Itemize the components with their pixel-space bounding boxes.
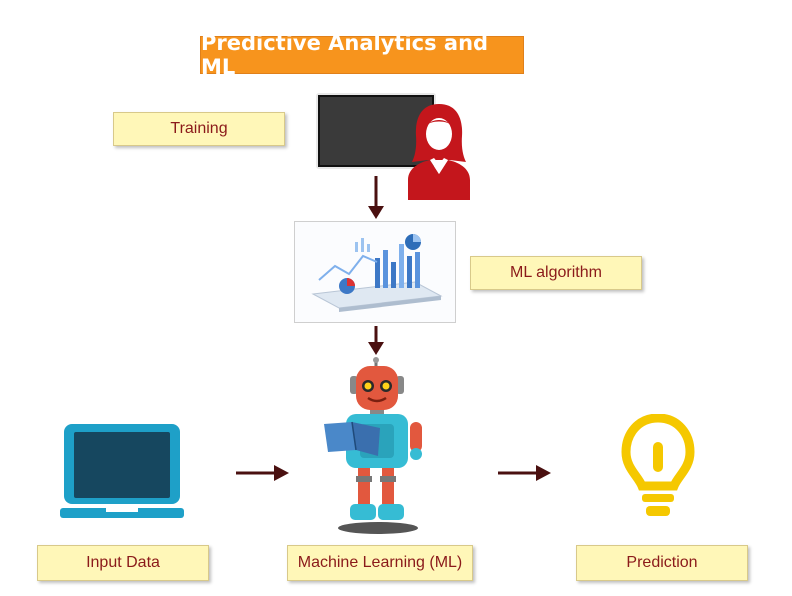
arrow-down-icon [368,176,384,219]
ml-algorithm-label: ML algorithm [470,256,642,290]
arrow-right-icon [236,465,289,481]
presenter-woman-icon [408,104,470,200]
input-data-label: Input Data [37,545,209,581]
analytics-tablet-icon [294,221,456,323]
robot-reading-icon [324,357,422,534]
machine-learning-label: Machine Learning (ML) [287,545,473,581]
page-title: Predictive Analytics and ML [200,31,524,79]
laptop-icon [60,424,184,518]
arrow-right-icon [498,465,551,481]
training-label: Training [113,112,285,146]
arrow-down-icon [368,326,384,355]
prediction-label: Prediction [576,545,748,581]
lightbulb-icon [621,414,695,516]
